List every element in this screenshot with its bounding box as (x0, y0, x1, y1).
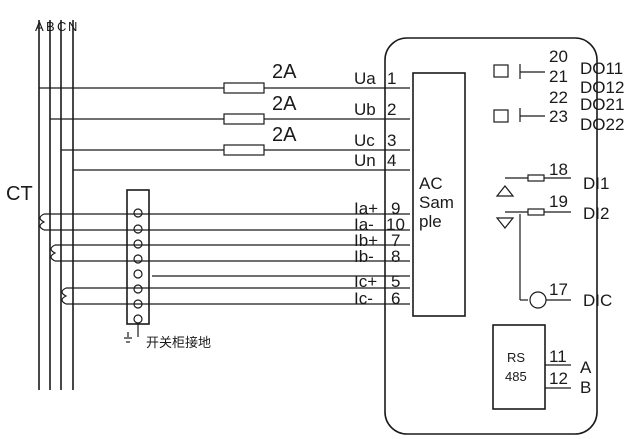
voltage-input-ua-label: Ua (354, 69, 376, 88)
voltage-input-ua-terminal: 1 (387, 69, 396, 88)
relay-2-icon (493, 108, 545, 123)
current-wiring (39, 189, 410, 337)
ct-label: CT (6, 183, 33, 205)
do12-label: DO12 (580, 78, 624, 97)
rs485-port-b-label: B (580, 378, 591, 397)
voltage-wiring (39, 82, 410, 171)
di2-resistor (527, 208, 545, 216)
current-input-ic-plus-label: Ic+ (354, 272, 377, 291)
fuse-b-rating: 2A (272, 93, 297, 115)
current-input-ic-plus-terminal: 5 (391, 272, 400, 291)
di-terminal-18: 18 (549, 160, 568, 179)
do11-label: DO11 (580, 59, 623, 78)
do22-label: DO22 (580, 115, 624, 134)
di-terminal-19: 19 (549, 192, 568, 211)
fuse-a (223, 82, 265, 94)
current-input-ib-plus-label: Ib+ (354, 231, 378, 250)
voltage-input-uc-label: Uc (354, 131, 375, 150)
di-terminal-17: 17 (549, 280, 568, 299)
ac-sample-label-line-3: ple (419, 212, 442, 231)
do-terminal-21: 21 (549, 67, 568, 86)
do21-label: DO21 (580, 95, 624, 114)
rs485-terminal-12: 12 (549, 369, 568, 388)
do-terminal-23: 23 (549, 107, 568, 126)
ground-label: 开关柜接地 (146, 335, 211, 350)
fuse-c-rating: 2A (272, 124, 297, 146)
voltage-input-un-terminal: 4 (387, 151, 396, 170)
dic-common-node (529, 291, 547, 309)
current-input-ia-minus-label: Ia- (354, 215, 374, 234)
do-terminal-20: 20 (549, 47, 568, 66)
ac-sample-block (412, 72, 466, 317)
di1-resistor (527, 174, 545, 182)
current-input-ib-minus-terminal: 8 (391, 247, 400, 266)
rs485-block (492, 324, 546, 410)
rs485-label-line-2: 485 (505, 369, 527, 384)
rs485-terminal-11: 11 (549, 347, 567, 366)
rs485-label-line-1: RS (507, 350, 525, 365)
fuse-c (223, 144, 265, 156)
current-input-ia-plus-terminal: 9 (391, 199, 400, 218)
relay-1-icon (493, 64, 545, 79)
current-input-ib-minus-label: Ib- (354, 247, 374, 266)
ac-sample-label-line-1: AC (419, 174, 443, 193)
di2-label: DI2 (583, 204, 609, 223)
do-terminal-22: 22 (549, 88, 568, 107)
device-enclosure (384, 37, 598, 435)
voltage-input-ub-terminal: 2 (387, 100, 396, 119)
current-input-ib-plus-terminal: 7 (391, 231, 400, 250)
rs485-port-a-label: A (580, 358, 592, 377)
ground-icon (124, 332, 132, 343)
fuse-a-rating: 2A (272, 61, 297, 83)
current-input-ic-minus-label: Ic- (354, 289, 373, 308)
optocoupler-icon (495, 177, 528, 301)
di1-label: DI1 (583, 174, 609, 193)
voltage-input-un-label: Un (354, 151, 376, 170)
voltage-input-ub-label: Ub (354, 100, 376, 119)
fuse-b (223, 113, 265, 125)
current-input-ic-minus-terminal: 6 (391, 289, 400, 308)
current-input-ia-plus-label: Ia+ (354, 199, 378, 218)
ac-sample-label-line-2: Sam (419, 193, 454, 212)
dic-label: DIC (583, 291, 612, 310)
current-input-ia-minus-terminal: 10 (386, 215, 405, 234)
voltage-input-uc-terminal: 3 (387, 131, 396, 150)
